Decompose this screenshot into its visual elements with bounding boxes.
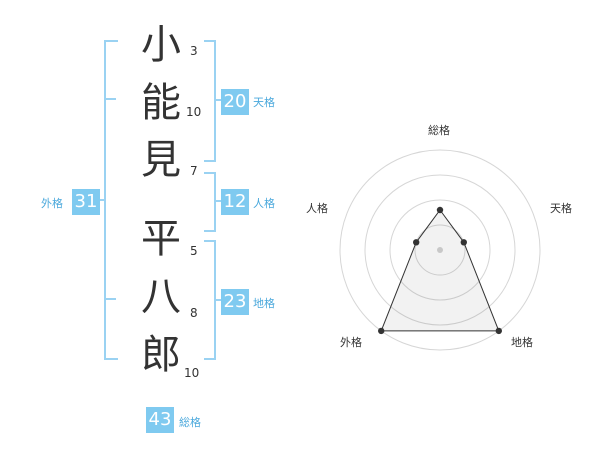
stroke-count-4: 5 <box>190 244 198 258</box>
tenkaku-bracket <box>204 40 216 162</box>
radar-center-dot <box>437 247 443 253</box>
soukaku-badge: 43 <box>146 407 174 433</box>
radar-label-gaikaku: 外格 <box>340 336 362 349</box>
name-char-6: 郎 <box>141 332 181 378</box>
name-char-3: 見 <box>141 137 181 183</box>
radar-value-polygon <box>380 209 500 332</box>
jinkaku-badge: 12 <box>221 189 249 215</box>
chikaku-label: 地格 <box>253 297 275 310</box>
stroke-count-1: 3 <box>190 44 198 58</box>
radar-point-jinkaku <box>413 239 420 246</box>
radar-label-tenkaku: 天格 <box>550 202 572 215</box>
gaikaku-bracket-tick <box>96 199 106 201</box>
left-mid-tick-1 <box>106 98 116 100</box>
jinkaku-bracket-tick <box>214 200 222 202</box>
radar-point-chikaku <box>495 327 502 335</box>
tenkaku-bracket-tick <box>214 99 222 101</box>
radar-ring-4 <box>339 149 541 351</box>
radar-ring-2 <box>389 199 491 301</box>
gaikaku-label: 外格 <box>41 197 63 210</box>
radar-ring-1 <box>414 224 466 276</box>
stroke-count-5: 8 <box>190 306 198 320</box>
tenkaku-label: 天格 <box>253 96 275 109</box>
stroke-count-2: 10 <box>186 105 202 119</box>
jinkaku-label: 人格 <box>253 197 275 210</box>
tenkaku-badge: 20 <box>221 89 249 115</box>
soukaku-label: 総格 <box>179 416 201 429</box>
radar-point-soukaku <box>436 206 444 214</box>
stroke-count-6: 10 <box>184 366 200 380</box>
name-char-2: 能 <box>141 80 181 126</box>
radar-point-tenkaku <box>460 239 467 246</box>
chikaku-badge: 23 <box>221 289 249 315</box>
left-mid-tick-2 <box>106 298 116 300</box>
chikaku-bracket-tick <box>214 299 222 301</box>
name-char-5: 八 <box>141 274 181 320</box>
gaikaku-badge: 31 <box>72 189 100 215</box>
stroke-count-3: 7 <box>190 164 198 178</box>
jinkaku-bracket <box>204 172 216 232</box>
radar-label-jinkaku: 人格 <box>306 202 328 215</box>
radar-label-chikaku: 地格 <box>511 336 533 349</box>
radar-label-soukaku: 総格 <box>428 124 450 137</box>
name-char-4: 平 <box>141 216 181 262</box>
radar-ring-3 <box>364 174 516 326</box>
name-char-1: 小 <box>141 22 181 68</box>
radar-point-gaikaku <box>378 327 385 335</box>
